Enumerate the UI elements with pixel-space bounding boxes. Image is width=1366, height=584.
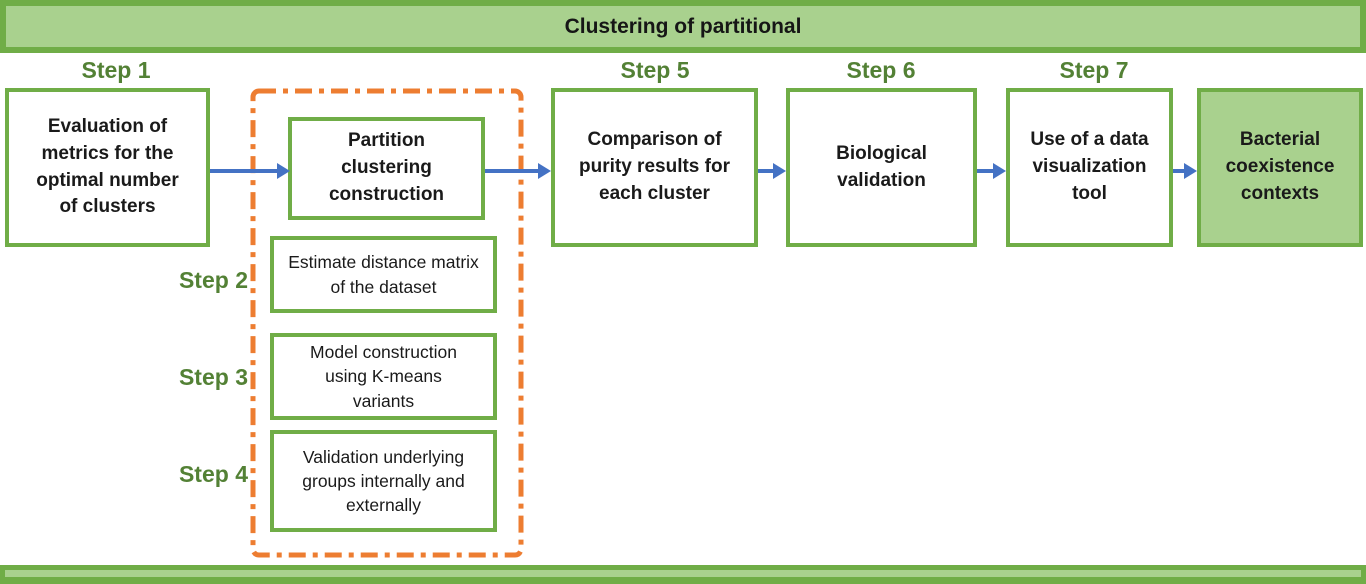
final-box-text: Bacterial coexistence contexts: [1225, 129, 1335, 204]
arrow-right-icon: [277, 163, 290, 179]
step4-label: Step 4: [178, 461, 248, 487]
arrow-shaft: [977, 169, 993, 173]
step2-box: Estimate distance matrix of the dataset: [270, 236, 497, 313]
arrow-right-icon: [773, 163, 786, 179]
arrow-shaft: [485, 169, 538, 173]
arrow-shaft: [1173, 169, 1184, 173]
final-outcome-box: Bacterial coexistence contexts: [1197, 88, 1363, 247]
diagram-title: Clustering of partitional: [564, 14, 802, 38]
step4-box: Validation underlying groups internally …: [270, 430, 497, 532]
step6-label: Step 6: [846, 57, 916, 83]
dashed-group-outline: [250, 88, 524, 558]
arrow-step5-to-step6: [758, 162, 786, 180]
step7-box: Use of a data visualization tool: [1006, 88, 1173, 247]
bottom-banner-strip: [0, 565, 1366, 584]
step6-box: Biological validation: [786, 88, 977, 247]
step6-box-text: Biological validation: [836, 142, 927, 191]
step2-box-text: Estimate distance matrix of the dataset: [288, 252, 479, 297]
title-banner: Clustering of partitional: [0, 0, 1366, 53]
step7-box-text: Use of a data visualization tool: [1030, 129, 1149, 204]
arrow-right-icon: [993, 163, 1006, 179]
step5-label: Step 5: [620, 57, 690, 83]
arrow-step7-to-final: [1173, 162, 1197, 180]
arrow-right-icon: [538, 163, 551, 179]
step4-box-text: Validation underlying groups internally …: [302, 446, 465, 516]
step5-box: Comparison of purity results for each cl…: [551, 88, 758, 247]
step3-box: Model construction using K-means variant…: [270, 333, 497, 420]
step7-label: Step 7: [1059, 57, 1129, 83]
arrow-step6-to-step7: [977, 162, 1006, 180]
step1-box-text: Evaluation of metrics for the optimal nu…: [36, 115, 179, 218]
arrow-step1-to-partition: [210, 162, 290, 180]
partition-box-text: Partition clustering construction: [328, 130, 445, 205]
step1-box: Evaluation of metrics for the optimal nu…: [5, 88, 210, 247]
step3-label: Step 3: [178, 364, 248, 390]
partition-clustering-box: Partition clustering construction: [288, 117, 485, 220]
arrow-shaft: [210, 169, 277, 173]
step3-box-text: Model construction using K-means variant…: [310, 342, 457, 411]
step1-label: Step 1: [81, 57, 151, 83]
step5-box-text: Comparison of purity results for each cl…: [579, 129, 730, 204]
arrow-partition-to-step5: [485, 162, 551, 180]
step2-label: Step 2: [178, 267, 248, 293]
arrow-right-icon: [1184, 163, 1197, 179]
arrow-shaft: [758, 169, 773, 173]
